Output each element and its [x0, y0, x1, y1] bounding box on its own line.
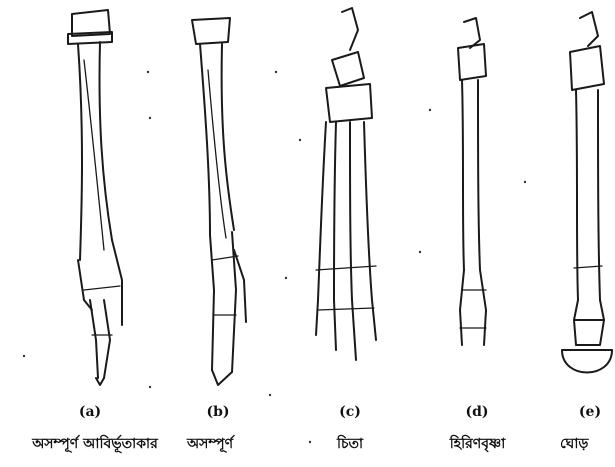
panel-d-letter: (d) [437, 404, 517, 420]
panel-e-caption: ঘোড় [560, 432, 615, 456]
panel-a-letter: (a) [50, 404, 130, 420]
panel-c-caption: চিতা [295, 432, 405, 456]
scan-specks [23, 71, 526, 443]
panel-b-letter: (b) [178, 404, 258, 420]
panel-e-letter: (e) [550, 404, 615, 420]
limb-bones-b [192, 18, 246, 385]
panel-b-caption: অসম্পূর্ণ [150, 432, 270, 456]
panel-c-letter: (c) [310, 404, 390, 420]
limb-bones-d [458, 18, 486, 345]
limb-bones-e [562, 12, 612, 373]
panel-d-caption: হিরিণবৃষ্ণা [420, 432, 535, 456]
limb-bones-a [68, 10, 122, 385]
limb-bones-c [316, 8, 376, 360]
